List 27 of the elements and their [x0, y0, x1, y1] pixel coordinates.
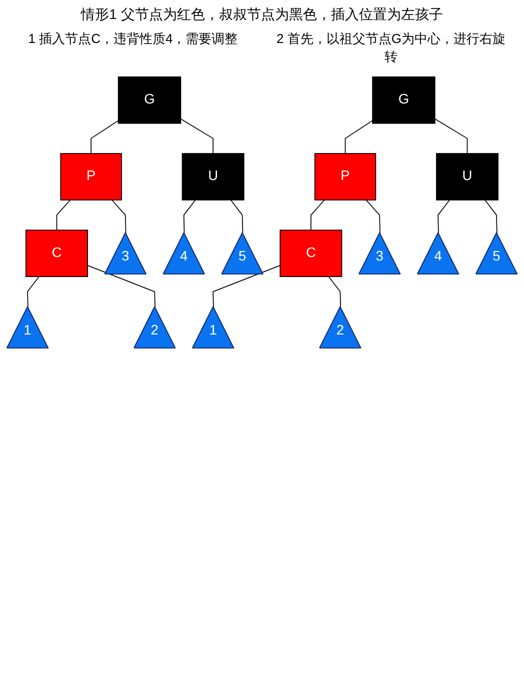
connector: [434, 118, 468, 154]
title: 情形1 父节点为红色，叔叔节点为黑色，插入位置为左孩子: [80, 6, 444, 24]
connector: [484, 200, 498, 234]
node-box: C: [280, 230, 342, 278]
connector: [230, 200, 244, 234]
connector: [310, 200, 325, 231]
connector: [366, 200, 380, 234]
connector: [183, 200, 196, 234]
node-box: P: [314, 153, 376, 200]
node-box: C: [26, 230, 88, 278]
node-box: G: [118, 76, 182, 124]
node-box: U: [436, 153, 498, 200]
connector: [212, 264, 281, 308]
node-box: U: [182, 153, 244, 200]
note-text: 2 首先，以祖父节点G为中心，进行右旋转: [276, 30, 506, 66]
connector: [344, 120, 373, 154]
connector: [111, 200, 126, 234]
connector: [90, 120, 119, 154]
node-box: G: [372, 76, 436, 124]
connector: [180, 118, 214, 154]
note-text: 1 插入节点C，违背性质4，需要调整: [27, 30, 239, 48]
connector: [87, 264, 156, 308]
connector: [56, 200, 71, 231]
connector: [438, 200, 450, 234]
connector: [328, 276, 342, 308]
connector: [27, 276, 40, 308]
node-box: P: [60, 153, 122, 200]
